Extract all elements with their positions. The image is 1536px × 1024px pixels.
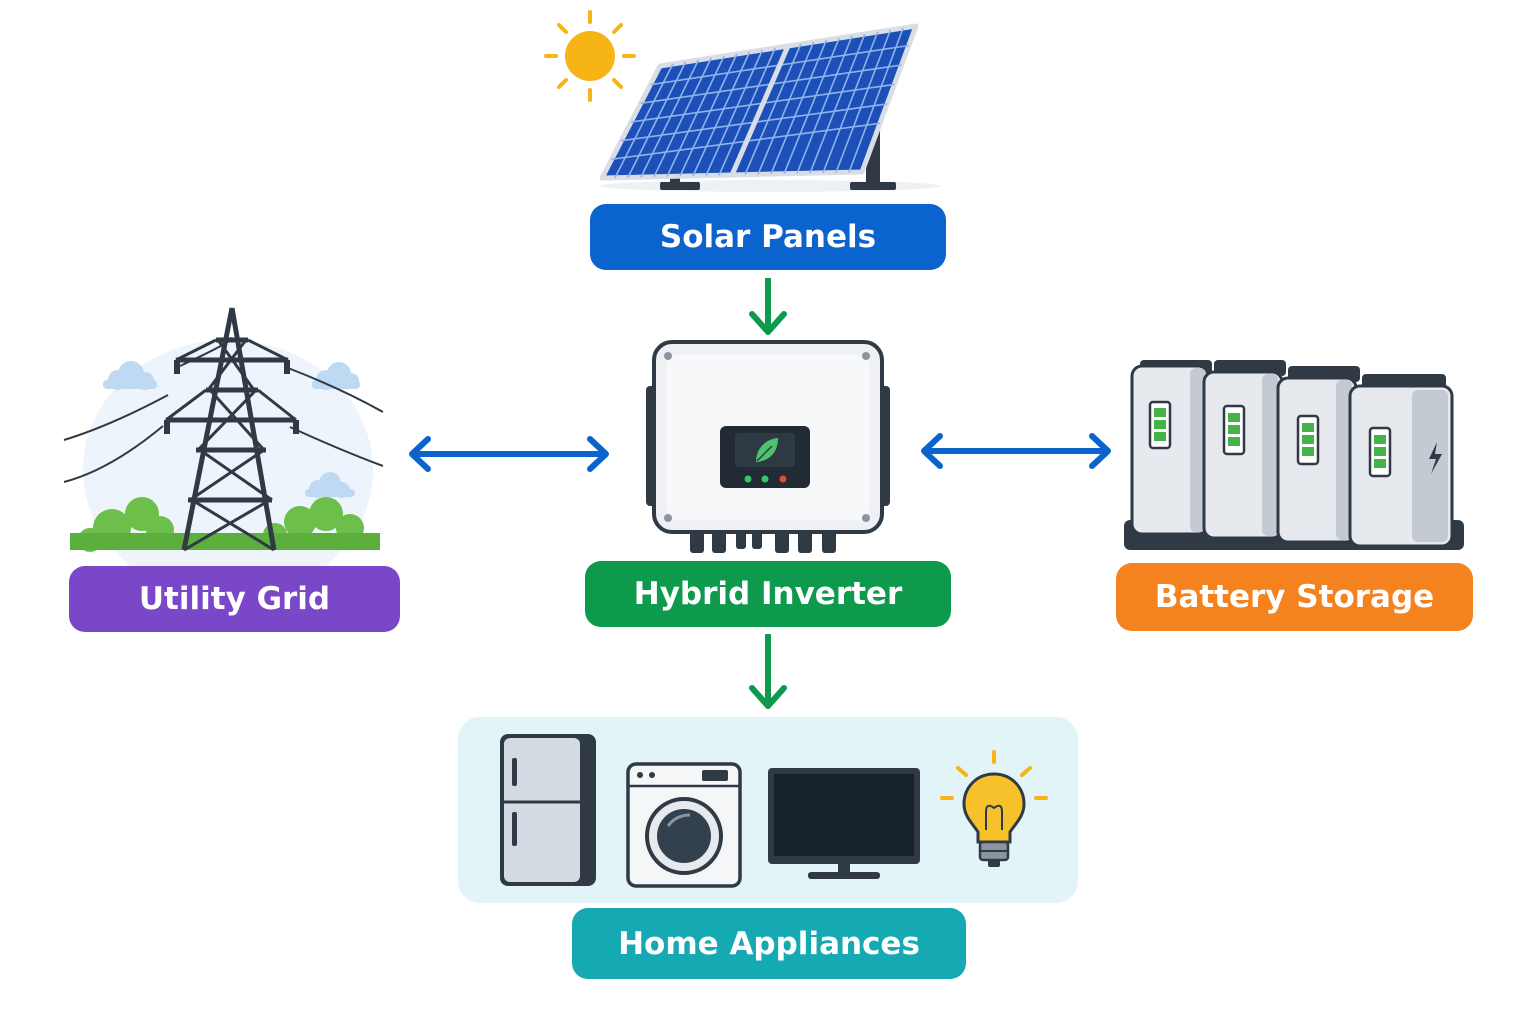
transmission-tower-icon bbox=[63, 307, 384, 600]
arrow-solar-to-inverter bbox=[749, 278, 787, 335]
solar-panels-label: Solar Panels bbox=[590, 204, 946, 270]
arrow-grid-inverter bbox=[409, 436, 609, 472]
inverter-icon bbox=[646, 340, 890, 553]
light-bulb-icon bbox=[940, 750, 1048, 867]
washing-machine-icon bbox=[626, 762, 742, 888]
leaf-icon bbox=[756, 438, 778, 462]
television-icon bbox=[768, 768, 920, 879]
sun-icon bbox=[544, 10, 636, 102]
utility-grid-label: Utility Grid bbox=[69, 566, 400, 632]
home-appliances-label: Home Appliances bbox=[572, 908, 966, 979]
arrow-inverter-to-home bbox=[749, 634, 787, 709]
arrow-inverter-battery bbox=[921, 433, 1111, 469]
refrigerator-icon bbox=[500, 734, 596, 886]
battery-storage-label: Battery Storage bbox=[1116, 563, 1473, 631]
hybrid-inverter-label: Hybrid Inverter bbox=[585, 561, 951, 627]
solar-panel-icon bbox=[599, 23, 940, 192]
battery-bank-icon bbox=[1124, 360, 1464, 550]
